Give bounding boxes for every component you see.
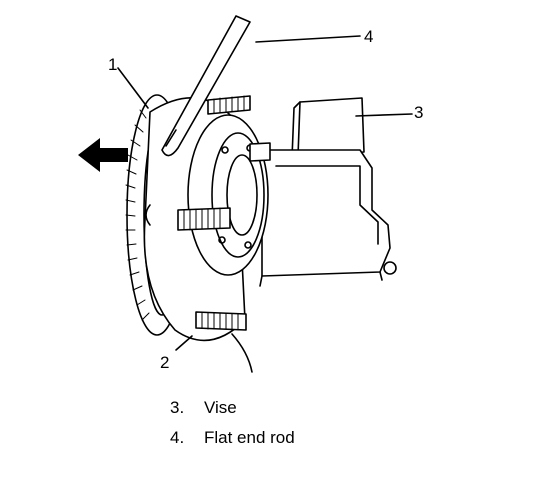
legend-number: 4.	[170, 428, 185, 447]
legend-item-flat-end-rod: 4. Flat end rod	[170, 428, 295, 448]
legend-item-vise: 3. Vise	[170, 398, 237, 418]
callout-3-leader	[355, 113, 413, 117]
legend-number: 3.	[170, 398, 185, 417]
callout-2-leader	[175, 335, 193, 351]
wheel-hub	[143, 96, 269, 342]
legend-label: Vise	[204, 398, 237, 417]
callout-3: 3	[414, 103, 423, 122]
vise	[259, 97, 397, 287]
callout-4: 4	[364, 27, 373, 46]
callout-4-leader	[255, 35, 361, 43]
support-line	[231, 333, 253, 373]
callout-1-leader	[117, 67, 149, 109]
legend-label: Flat end rod	[204, 428, 295, 447]
callout-1: 1	[108, 55, 117, 74]
direction-arrow-icon	[78, 138, 128, 172]
callout-2: 2	[160, 353, 169, 372]
flat-end-rod	[161, 15, 251, 157]
wheel-studs	[177, 95, 271, 331]
